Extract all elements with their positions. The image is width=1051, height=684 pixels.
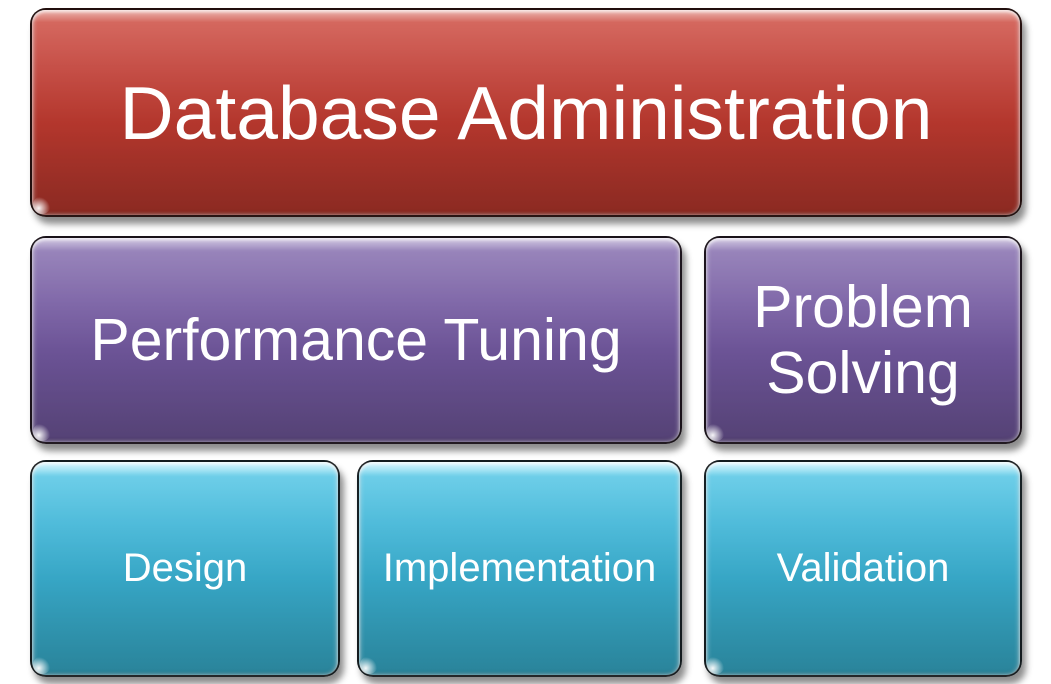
node-implementation: Implementation xyxy=(357,460,682,677)
node-performance-tuning: Performance Tuning xyxy=(30,236,682,444)
node-database-administration: Database Administration xyxy=(30,8,1022,217)
node-label: Design xyxy=(122,546,248,591)
node-label: Validation xyxy=(776,546,950,591)
node-validation: Validation xyxy=(704,460,1022,677)
node-label: Performance Tuning xyxy=(90,306,622,373)
node-design: Design xyxy=(30,460,340,677)
node-problem-solving: Problem Solving xyxy=(704,236,1022,444)
node-label: Implementation xyxy=(382,546,657,591)
node-label: Database Administration xyxy=(119,70,933,155)
node-label: Problem Solving xyxy=(753,273,973,406)
